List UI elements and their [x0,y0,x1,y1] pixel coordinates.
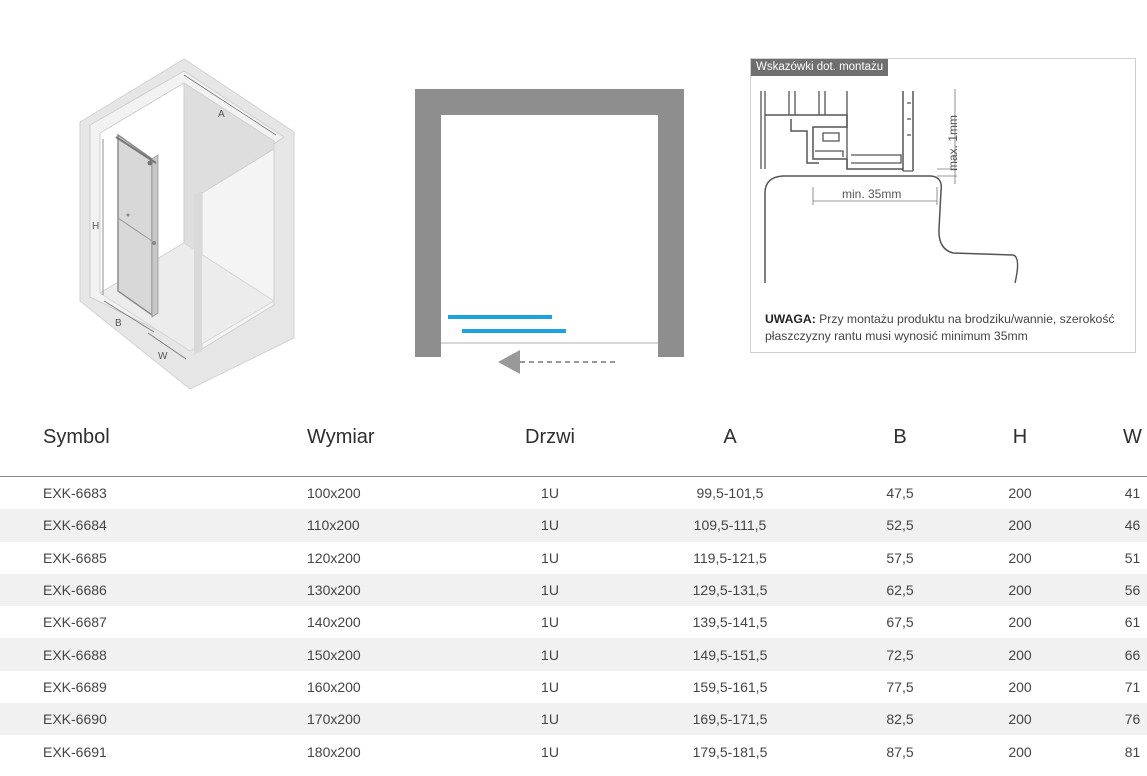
cell-b: 67,5 [886,614,914,631]
table-row: EXK-6684 110x200 1U 109,5-111,5 52,5 200… [0,509,1147,542]
dimension-h-label: H [92,221,99,232]
cell-w: 56 [1075,573,1147,607]
header-b: B [835,412,965,477]
cell-b: 82,5 [835,703,965,736]
table-row: EXK-6686 130x200 1U 129,5-131,5 62,5 200… [0,573,1147,607]
cell-wymiar: 130x200 [307,573,475,607]
cell-a: 149,5-151,5 [625,638,835,671]
cell-h: 200 [965,638,1075,671]
table-row: EXK-6689 160x200 1U 159,5-161,5 77,5 200… [0,671,1147,703]
header-wymiar: Wymiar [307,412,475,477]
table-row: EXK-6685 120x200 1U 119,5-121,5 57,5 200… [0,542,1147,574]
product-spec-table: Symbol Wymiar Drzwi A B H W EXK-6683 100… [0,412,1147,768]
cell-b: 47,5 [886,485,914,502]
cell-symbol: EXK-6684 [0,509,307,542]
cell-drzwi: 1U [541,614,559,631]
cell-a: 159,5-161,5 [692,678,768,695]
cell-drzwi: 1U [475,703,625,736]
shower-isometric-drawing: A H B W [79,58,295,390]
table-row: EXK-6688 150x200 1U 149,5-151,5 72,5 200… [0,638,1147,671]
max-1mm-label: max. 1mm [946,115,960,171]
cell-drzwi: 1U [541,678,559,695]
cell-b: 57,5 [886,549,914,566]
cell-h: 200 [965,703,1075,736]
cell-a: 119,5-121,5 [693,549,767,566]
cell-b: 77,5 [886,678,914,695]
cell-wymiar: 170x200 [307,703,475,736]
installation-warning: UWAGA: Przy montażu produktu na brodziku… [765,311,1131,345]
warning-label: UWAGA: [765,312,816,326]
cell-a: 109,5-111,5 [625,509,835,542]
cell-h: 200 [1008,614,1032,631]
table-row: EXK-6691 180x200 1U 179,5-181,5 87,5 200… [0,735,1147,767]
cell-symbol: EXK-6688 [0,638,307,671]
cell-symbol: EXK-6683 [43,485,107,502]
cell-w: 66 [1075,638,1147,671]
cell-w: 51 [1124,549,1141,566]
header-h: H [965,412,1075,477]
note-title-tag: Wskazówki dot. montażu [751,59,889,76]
cell-drzwi: 1U [541,743,559,760]
cell-drzwi: 1U [475,509,625,542]
cell-symbol: EXK-6685 [43,549,107,566]
cell-b: 52,5 [835,509,965,542]
cell-b: 62,5 [835,573,965,607]
cell-h: 200 [1008,678,1032,695]
cell-drzwi: 1U [541,485,559,502]
cell-h: 200 [965,573,1075,607]
cell-w: 61 [1124,614,1141,631]
cell-h: 200 [1008,743,1032,760]
cell-a: 99,5-101,5 [696,485,764,502]
table-header-row: Symbol Wymiar Drzwi A B H W [0,412,1147,477]
cell-wymiar: 110x200 [307,509,475,542]
header-symbol: Symbol [0,412,307,477]
cell-b: 72,5 [835,638,965,671]
header-drzwi: Drzwi [475,412,625,477]
cell-w: 46 [1075,509,1147,542]
arrow-left-icon [498,350,520,374]
cell-symbol: EXK-6691 [43,743,107,760]
cell-wymiar: 120x200 [307,549,361,566]
table-row: EXK-6687 140x200 1U 139,5-141,5 67,5 200… [0,606,1147,638]
cell-a: 129,5-131,5 [625,573,835,607]
cell-symbol: EXK-6686 [0,573,307,607]
cell-h: 200 [1008,549,1032,566]
cell-a: 169,5-171,5 [625,703,835,736]
cell-wymiar: 160x200 [307,678,361,695]
cell-drzwi: 1U [541,549,559,566]
cell-w: 81 [1124,743,1141,760]
shower-plan-view-drawing [415,89,684,374]
cell-w: 76 [1075,703,1147,736]
header-a: A [625,412,835,477]
cell-w: 41 [1124,485,1141,502]
dimension-a-label: A [218,109,225,120]
cell-a: 179,5-181,5 [692,743,768,760]
cell-symbol: EXK-6689 [43,678,107,695]
cell-symbol: EXK-6690 [0,703,307,736]
dimension-b-label: B [115,318,122,329]
warning-text: Przy montażu produktu na brodziku/wannie… [765,312,1115,343]
cell-wymiar: 150x200 [307,638,475,671]
installation-note-panel: max. 1mm min. 35mm Wskazówki dot. montaż… [750,58,1136,353]
cell-b: 87,5 [886,743,914,760]
profile-cross-section-drawing: max. 1mm min. 35mm [760,89,1019,284]
cell-wymiar: 180x200 [307,743,361,760]
cell-drzwi: 1U [475,638,625,671]
table-row: EXK-6683 100x200 1U 99,5-101,5 47,5 200 … [0,477,1147,510]
cell-w: 71 [1124,678,1141,695]
cell-wymiar: 100x200 [307,485,361,502]
cell-symbol: EXK-6687 [43,614,107,631]
dimension-w-label: W [158,351,168,362]
min-35mm-label: min. 35mm [842,187,901,201]
table-row: EXK-6690 170x200 1U 169,5-171,5 82,5 200… [0,703,1147,736]
cell-h: 200 [965,509,1075,542]
header-w: W [1075,412,1147,477]
cell-drzwi: 1U [475,573,625,607]
cell-a: 139,5-141,5 [692,614,768,631]
cell-h: 200 [1008,485,1032,502]
cell-wymiar: 140x200 [307,614,361,631]
